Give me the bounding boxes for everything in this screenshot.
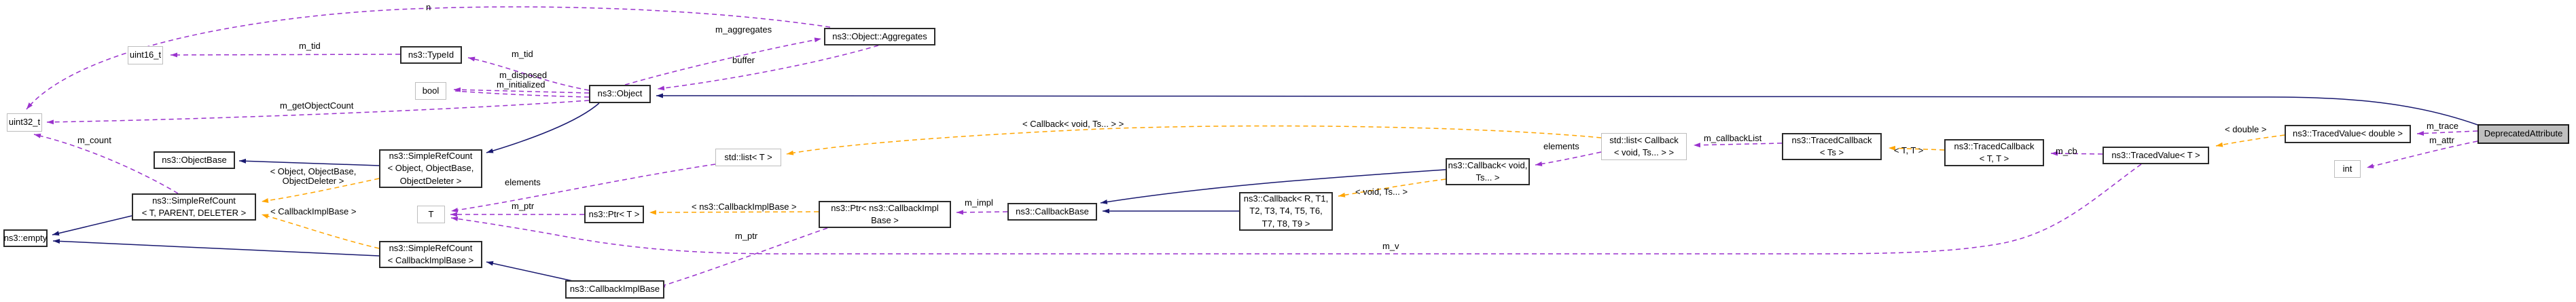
node-std-list-t: std::list< T >	[715, 149, 781, 166]
edge-label-m-cb: m_cb	[2056, 146, 2077, 156]
node-deprecatedattribute: DeprecatedAttribute	[2477, 124, 2569, 144]
edge-label-m-callbacklist: m_callbackList	[1704, 133, 1762, 143]
edge-member-object-to-bool-disposed	[453, 87, 590, 94]
edge-label-m-impl: m_impl	[965, 197, 993, 208]
edge-label-template-ns-cib: < ns3::CallbackImplBase >	[692, 202, 797, 212]
node-object[interactable]: ns3::Object	[589, 85, 651, 103]
node-uint16-t: uint16_t	[128, 46, 163, 64]
node-std-list-callback: std::list< Callback < void, Ts... > >	[1601, 133, 1687, 160]
edge-label-m-disposed: m_disposed	[499, 70, 548, 80]
node-callbackbase[interactable]: ns3::CallbackBase	[1007, 203, 1097, 221]
node-t: T	[417, 206, 445, 223]
node-empty[interactable]: ns3::empty	[3, 229, 48, 247]
edge-member-dep-to-int	[2366, 140, 2478, 169]
edge-member-tracedvalue-to-tracedcallback-mcb	[2050, 151, 2103, 156]
edge-label-template-void-ts: < void, Ts... >	[1355, 187, 1408, 197]
edge-member-aggregates-to-uint32-n	[26, 6, 831, 110]
edge-label-n: n	[426, 2, 431, 12]
edge-label-template-callback-void: < Callback< void, Ts... > >	[1022, 119, 1124, 129]
node-callback-r-t1-t9[interactable]: ns3::Callback< R, T1, T2, T3, T4, T5, T6…	[1239, 192, 1333, 231]
node-objectbase[interactable]: ns3::ObjectBase	[154, 151, 235, 169]
edge-template-src-cib-to-src-template	[261, 214, 380, 249]
node-simplerefcount-callbackimplbase[interactable]: ns3::SimpleRefCount < CallbackImplBase >	[379, 241, 482, 268]
node-simplerefcount-object[interactable]: ns3::SimpleRefCount < Object, ObjectBase…	[379, 149, 482, 188]
edge-template-src-object-to-src-template	[261, 178, 380, 203]
edge-label-m-attr: m_attr	[2429, 135, 2454, 145]
node-tracedcallback-t-t[interactable]: ns3::TracedCallback < T, T >	[1944, 139, 2044, 166]
node-tracedvalue-t[interactable]: ns3::TracedValue< T >	[2103, 147, 2209, 164]
edge-label-m-v: m_v	[1382, 241, 1399, 251]
edge-member-tracedcallback-to-listcb	[1693, 143, 1783, 148]
edge-member-object-to-bool-initialized	[454, 90, 590, 98]
edge-template-tracedcallbacktt-to-tracedcallbackts	[1888, 145, 1945, 151]
edge-label-m-initialized: m_initialized	[497, 79, 545, 90]
edge-member-object-to-typeid	[467, 56, 590, 91]
edge-template-callbackvoid-to-callbackr	[1338, 178, 1446, 197]
edge-inherit-simplerefcount-object-to-objectbase	[238, 158, 380, 166]
edge-member-object-to-uint32	[46, 100, 590, 125]
node-tracedvalue-double[interactable]: ns3::TracedValue< double >	[2285, 125, 2411, 143]
node-callback-void-ts[interactable]: ns3::Callback< void, Ts... >	[1446, 158, 1530, 185]
edge-inherit-simplerefcount-template-to-empty	[52, 215, 132, 236]
node-bool: bool	[415, 82, 446, 100]
edge-member-listcb-to-callbackvoid-elements	[1535, 151, 1602, 166]
edge-member-simplerefcount-to-uint32-count	[33, 133, 179, 194]
node-int: int	[2334, 160, 2361, 178]
edge-label-m-getobjectcount: m_getObjectCount	[280, 100, 354, 111]
node-object-aggregates[interactable]: ns3::Object::Aggregates	[824, 28, 935, 45]
edge-template-tracedvaluedouble-to-tracedvaluet	[2215, 134, 2285, 147]
edge-label-template-t-t: < T, T >	[1894, 145, 1924, 155]
edge-label-template-object: < Object, ObjectBase, ObjectDeleter >	[270, 166, 357, 186]
node-ptr-t[interactable]: ns3::Ptr< T >	[584, 206, 644, 223]
edge-label-elements-list-cb: elements	[1543, 141, 1579, 151]
edge-member-listt-to-t-elements	[450, 164, 716, 212]
node-callbackimplbase[interactable]: ns3::CallbackImplBase	[565, 280, 664, 299]
edge-label-elements-list-t: elements	[505, 177, 541, 187]
edge-member-typeid-to-uint16	[170, 52, 401, 58]
edge-label-template-cib: < CallbackImplBase >	[270, 206, 357, 216]
edge-label-m-ptr-t: m_ptr	[512, 201, 535, 211]
node-tracedcallback-ts[interactable]: ns3::TracedCallback < Ts >	[1782, 133, 1882, 160]
edge-member-object-to-aggregates	[624, 37, 822, 86]
node-typeid[interactable]: ns3::TypeId	[400, 46, 462, 64]
edge-inherit-simplerefcount-cib-to-empty	[52, 238, 380, 257]
edge-inherit-callbackimplbase-to-simplerefcount-cib	[486, 261, 573, 282]
edge-member-dep-to-tracedvalue-double	[2416, 130, 2478, 136]
edge-label-m-tid-typeid: m_tid	[299, 41, 321, 51]
node-simplerefcount-template[interactable]: ns3::SimpleRefCount < T, PARENT, DELETER…	[132, 193, 256, 221]
edge-label-buffer: buffer	[732, 55, 755, 65]
edge-label-m-trace: m_trace	[2427, 121, 2458, 131]
edge-member-aggregates-to-object-buffer	[657, 45, 879, 91]
edge-member-ptrcib-to-callbackimplbase	[658, 227, 828, 288]
edge-label-m-aggregates: m_aggregates	[715, 24, 772, 35]
edge-label-m-ptr-cib: m_ptr	[735, 231, 758, 241]
edge-inherit-object-to-simplerefcount-object	[486, 102, 600, 153]
node-uint32-t: uint32_t	[7, 113, 42, 132]
edge-label-template-double: < double >	[2225, 124, 2267, 134]
node-ptr-callbackimplbase[interactable]: ns3::Ptr< ns3::CallbackImpl Base >	[819, 201, 951, 228]
edge-member-tracedvalue-to-t-mv	[450, 164, 2142, 254]
edge-inherit-callback-void-to-callbackbase	[1100, 169, 1446, 204]
edge-inherit-deprecatedattribute-to-object	[656, 93, 2480, 126]
edge-label-m-count: m_count	[77, 135, 111, 145]
edge-label-m-tid-object: m_tid	[512, 49, 533, 59]
edge-template-listcb-to-listt	[786, 125, 1602, 155]
